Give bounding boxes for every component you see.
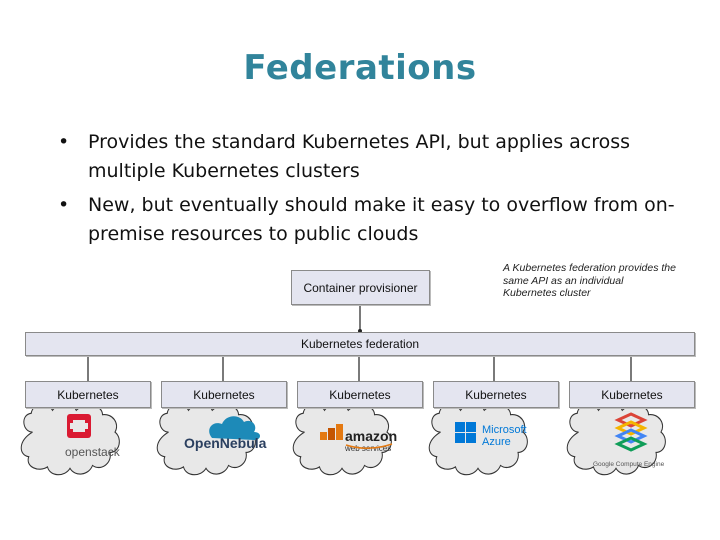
bullet-text: Provides the standard Kubernetes API, bu… (88, 131, 631, 182)
cloud-azure (428, 403, 529, 476)
bullet-dot-icon: • (58, 131, 70, 153)
federation-note: A Kubernetes federation provides the sam… (503, 262, 676, 299)
container-provisioner-label: Container provisioner (303, 280, 418, 295)
kubernetes-cluster-label: Kubernetes (57, 387, 119, 402)
kubernetes-federation-box: Kubernetes federation (25, 332, 695, 356)
kubernetes-federation-label: Kubernetes federation (300, 337, 420, 351)
bullet-text: New, but eventually should make it easy … (88, 194, 675, 245)
kubernetes-cluster-box: Kubernetes (569, 381, 695, 408)
bullet-item: • New, but eventually should make it eas… (58, 191, 678, 248)
container-provisioner-box: Container provisioner (291, 270, 430, 305)
azure-logo-subtext: Azure (482, 436, 511, 448)
kubernetes-cluster-label: Kubernetes (465, 387, 527, 402)
bullet-item: • Provides the standard Kubernetes API, … (58, 128, 678, 185)
kubernetes-cluster-box: Kubernetes (433, 381, 559, 408)
openstack-logo-text: openstack (65, 445, 121, 459)
microsoft-azure-logo-icon: Microsoft Azure (455, 422, 527, 448)
kubernetes-cluster-label: Kubernetes (329, 387, 391, 402)
kubernetes-cluster-box: Kubernetes (161, 381, 287, 408)
kubernetes-cluster-box: Kubernetes (297, 381, 423, 408)
google-compute-engine-logo-text: Google Compute Engine (593, 461, 665, 468)
bullet-list: • Provides the standard Kubernetes API, … (58, 128, 678, 254)
kubernetes-cluster-label: Kubernetes (193, 387, 255, 402)
opennebula-logo-text: OpenNebula (184, 435, 267, 451)
amazon-logo-text: amazon (345, 428, 397, 444)
cluster-connectors (87, 356, 632, 381)
openstack-logo-icon: openstack (65, 414, 121, 459)
google-compute-engine-logo-icon: Google Compute Engine (593, 412, 665, 468)
microsoft-logo-text: Microsoft (482, 424, 527, 436)
kubernetes-cluster-box: Kubernetes (25, 381, 151, 408)
opennebula-logo-icon: OpenNebula (184, 416, 267, 451)
bullet-dot-icon: • (58, 194, 70, 216)
slide-title: Federations (243, 48, 477, 88)
amazon-web-services-logo-icon: amazon web services (320, 424, 397, 453)
kubernetes-cluster-label: Kubernetes (601, 387, 663, 402)
